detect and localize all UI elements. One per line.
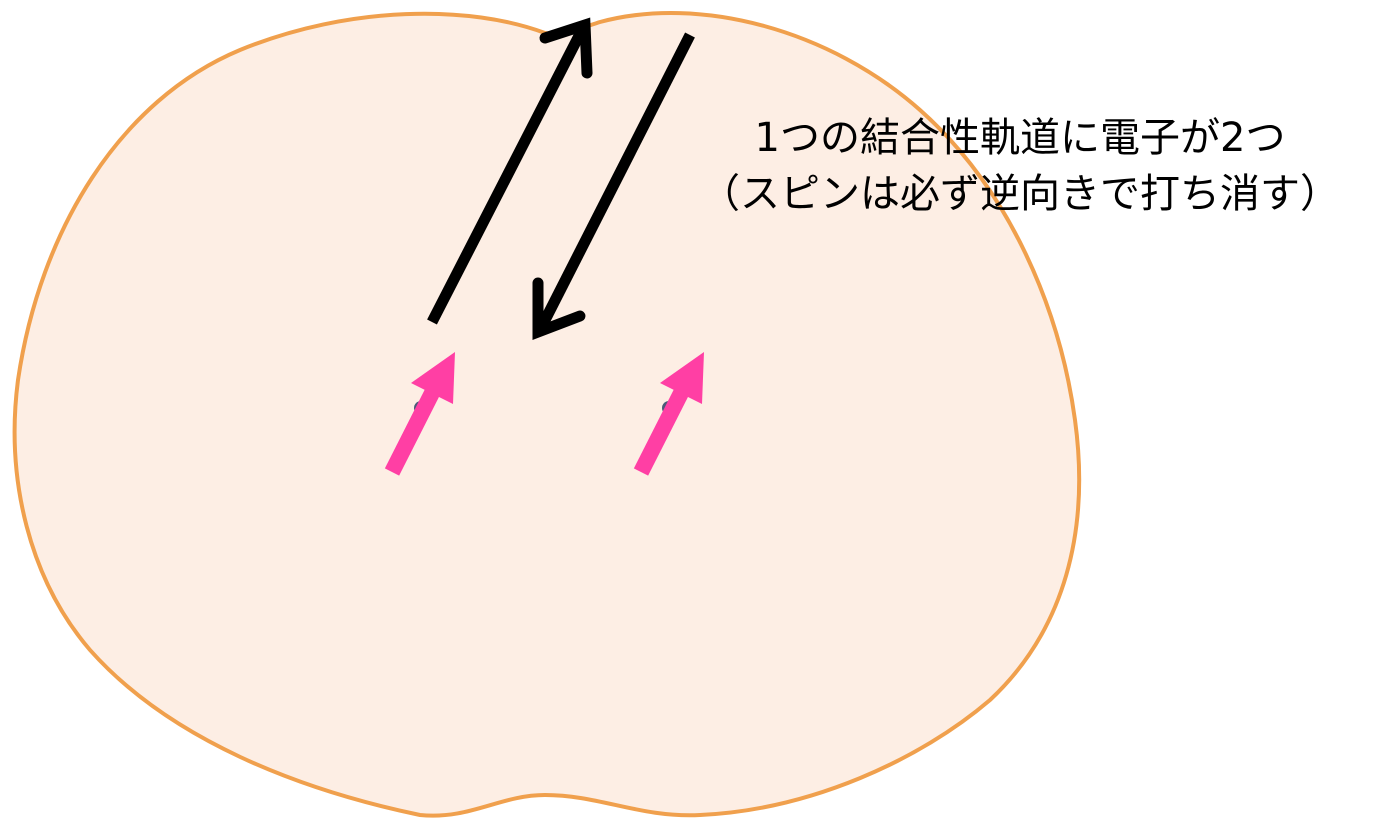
orbital-caption: 1つの結合性軌道に電子が2つ （スピンは必ず逆向きで打ち消す） — [660, 110, 1380, 222]
caption-line-2: （スピンは必ず逆向きで打ち消す） — [700, 171, 1340, 217]
electron-spin-left — [384, 352, 455, 476]
electron-spin-right — [633, 352, 704, 476]
arrow-head-up-icon — [539, 17, 593, 79]
arrow-head-down-icon — [532, 277, 586, 340]
pairing-arrow-up — [427, 17, 593, 325]
spin-arrow-left-shaft — [384, 389, 440, 476]
pairing-arrow-up-shaft — [427, 25, 588, 325]
spin-arrow-right-shaft — [633, 389, 689, 476]
caption-line-1: 1つの結合性軌道に電子が2つ — [754, 115, 1286, 161]
bonding-orbital-shape — [12, 11, 1082, 818]
arrow-up-right-icon — [411, 352, 455, 404]
arrow-up-right-icon — [660, 352, 704, 404]
pairing-arrow-down-shaft — [535, 32, 695, 333]
pairing-arrow-down — [532, 32, 695, 340]
